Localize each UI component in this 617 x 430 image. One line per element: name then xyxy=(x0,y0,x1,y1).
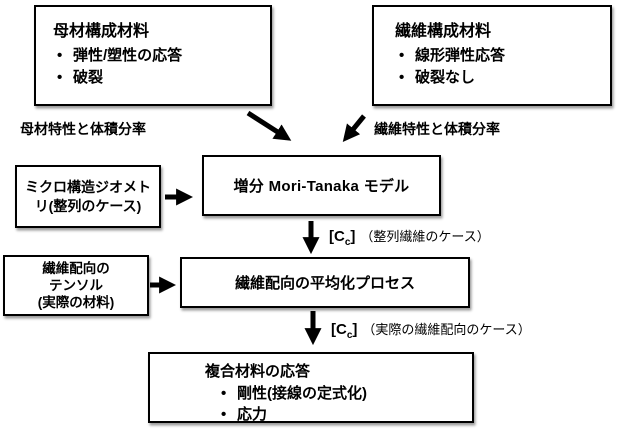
arrow-matrix-to-mori xyxy=(246,110,292,141)
cc-actual-note: （実際の繊維配向のケース） xyxy=(362,322,531,337)
fiber-bullet-1: 線形弾性応答 xyxy=(415,47,506,64)
averaging-process-label: 繊維配向の平均化プロセス xyxy=(234,275,415,292)
bullet-icon: • xyxy=(399,47,405,64)
orientation-tensor-line-3: (実際の材料) xyxy=(37,295,115,310)
cc-matrix-symbol: [Cc] xyxy=(331,321,358,341)
matrix-box-title: 母材構成材料 xyxy=(53,23,150,40)
matrix-constituent-box: 母材構成材料 • 弾性/塑性の応答 • 破裂 xyxy=(34,5,272,106)
matrix-bullet-1: 弾性/塑性の応答 xyxy=(73,47,183,64)
list-item: • 破裂なし xyxy=(395,67,604,89)
bullet-icon: • xyxy=(221,385,227,402)
micro-geometry-box: ミクロ構造ジオメト リ(整列のケース) xyxy=(15,165,161,228)
bullet-icon: • xyxy=(57,69,63,86)
orientation-tensor-line-2: テンソル xyxy=(49,278,103,293)
list-item: • 破裂 xyxy=(53,67,264,89)
response-bullet-1: 剛性(接線の定式化) xyxy=(237,385,367,402)
fiber-bullet-list: • 線形弾性応答 • 破裂なし xyxy=(395,45,604,89)
fiber-properties-label: 繊維特性と体積分率 xyxy=(374,121,500,137)
cc-matrix-symbol: [Cc] xyxy=(329,228,356,248)
fiber-constituent-box: 繊維構成材料 • 線形弾性応答 • 破裂なし xyxy=(372,5,612,106)
composite-response-box: 複合材料の応答 • 剛性(接線の定式化) • 応力 xyxy=(148,352,474,423)
arrow-fiber-to-mori xyxy=(342,114,366,142)
response-box-title: 複合材料の応答 xyxy=(205,363,311,380)
fiber-bullet-2: 破裂なし xyxy=(415,69,476,86)
list-item: • 弾性/塑性の応答 xyxy=(53,45,264,67)
mori-tanaka-label: 増分 Mori-Tanaka モデル xyxy=(233,178,410,195)
bullet-icon: • xyxy=(57,47,63,64)
cc-aligned-note: （整列繊維のケース） xyxy=(360,229,490,244)
cc-aligned-annotation: [Cc] （整列繊維のケース） xyxy=(329,226,490,248)
cc-actual-annotation: [Cc] （実際の繊維配向のケース） xyxy=(331,319,531,341)
matrix-bullet-list: • 弾性/塑性の応答 • 破裂 xyxy=(53,45,264,89)
fiber-box-title: 繊維構成材料 xyxy=(395,23,492,40)
list-item: • 剛性(接線の定式化) xyxy=(217,383,466,404)
mori-tanaka-box: 増分 Mori-Tanaka モデル xyxy=(202,155,441,216)
matrix-properties-label: 母材特性と体積分率 xyxy=(20,121,146,137)
matrix-bullet-2: 破裂 xyxy=(73,69,104,86)
response-bullet-2: 応力 xyxy=(237,406,268,423)
micro-geometry-line-1: ミクロ構造ジオメト xyxy=(25,178,151,195)
micro-geometry-line-2: リ(整列のケース) xyxy=(34,197,142,214)
orientation-tensor-line-1: 繊維配向の xyxy=(42,261,110,276)
averaging-process-box: 繊維配向の平均化プロセス xyxy=(180,257,470,308)
bullet-icon: • xyxy=(221,406,227,423)
bullet-icon: • xyxy=(399,69,405,86)
list-item: • 応力 xyxy=(217,404,466,425)
orientation-tensor-box: 繊維配向の テンソル (実際の材料) xyxy=(3,255,149,316)
list-item: • 線形弾性応答 xyxy=(395,45,604,67)
response-bullet-list: • 剛性(接線の定式化) • 応力 xyxy=(205,383,466,425)
